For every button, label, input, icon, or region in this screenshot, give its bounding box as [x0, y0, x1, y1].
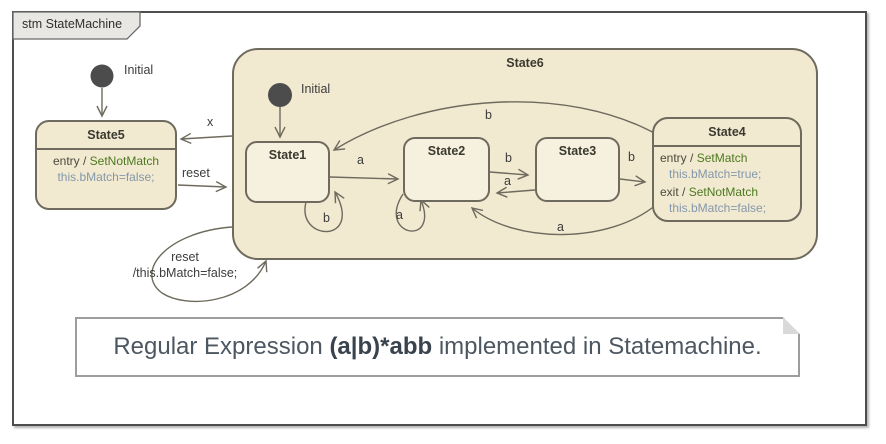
- state4-exit-behavior: exit / SetNotMatch: [660, 185, 759, 199]
- diagram-note[interactable]: Regular Expression (a|b)*abb implemented…: [75, 317, 800, 377]
- transition-reset-label[interactable]: reset: [182, 166, 210, 180]
- transition-reset-self-trigger: reset: [171, 250, 199, 264]
- state6-title: State6: [506, 56, 544, 70]
- state3-state[interactable]: State3: [535, 137, 620, 202]
- transition-a-state4-state2-label[interactable]: a: [557, 220, 564, 234]
- note-text-prefix: Regular Expression: [113, 333, 330, 360]
- transition-x-label[interactable]: x: [207, 115, 214, 129]
- state4-state[interactable]: State4 entry / SetMatch this.bMatch=true…: [652, 117, 802, 222]
- note-text-regex: (a|b)*abb: [329, 333, 433, 360]
- state3-title: State3: [558, 144, 597, 158]
- state5-state[interactable]: State5 entry / SetNotMatch this.bMatch=f…: [35, 120, 177, 210]
- state4-title: State4: [708, 125, 746, 139]
- state4-entry-behavior: entry / SetMatch: [660, 151, 748, 165]
- state4-entry-code: this.bMatch=true;: [669, 166, 762, 181]
- note-fold-corner-icon: [783, 317, 800, 334]
- transition-reset-self-label[interactable]: reset /this.bMatch=false;: [118, 249, 252, 281]
- frame-tab-label: stm StateMachine: [22, 17, 123, 31]
- initial-outer-label: Initial: [124, 63, 154, 77]
- state4-exit-code: this.bMatch=false;: [669, 200, 767, 215]
- transition-b-state4-state1-label[interactable]: b: [485, 108, 492, 122]
- state2-state[interactable]: State2: [403, 137, 490, 202]
- state5-entry-code: this.bMatch=false;: [57, 169, 155, 184]
- initial-inner-label: Initial: [301, 82, 331, 96]
- transition-a-self-state2-label[interactable]: a: [396, 208, 403, 222]
- state5-title: State5: [87, 128, 125, 142]
- state1-state[interactable]: State1: [245, 141, 330, 203]
- transition-reset-self-effect: /this.bMatch=false;: [132, 266, 238, 280]
- state2-title: State2: [427, 144, 466, 158]
- state1-title: State1: [268, 148, 307, 162]
- state5-title-compartment: State5: [37, 122, 175, 150]
- transition-a-state3-state2-label[interactable]: a: [504, 174, 511, 188]
- note-text: Regular Expression (a|b)*abb implemented…: [113, 333, 761, 361]
- state5-entry-behavior: entry / SetNotMatch: [52, 154, 160, 168]
- transition-b-state3-state4-label[interactable]: b: [628, 150, 635, 164]
- note-text-suffix: implemented in Statemachine.: [432, 333, 762, 360]
- transition-b-state2-state3-label[interactable]: b: [505, 151, 512, 165]
- transition-b-self-state1-label[interactable]: b: [323, 211, 330, 225]
- transition-a-state1-state2-label[interactable]: a: [357, 153, 364, 167]
- state4-title-compartment: State4: [654, 119, 800, 147]
